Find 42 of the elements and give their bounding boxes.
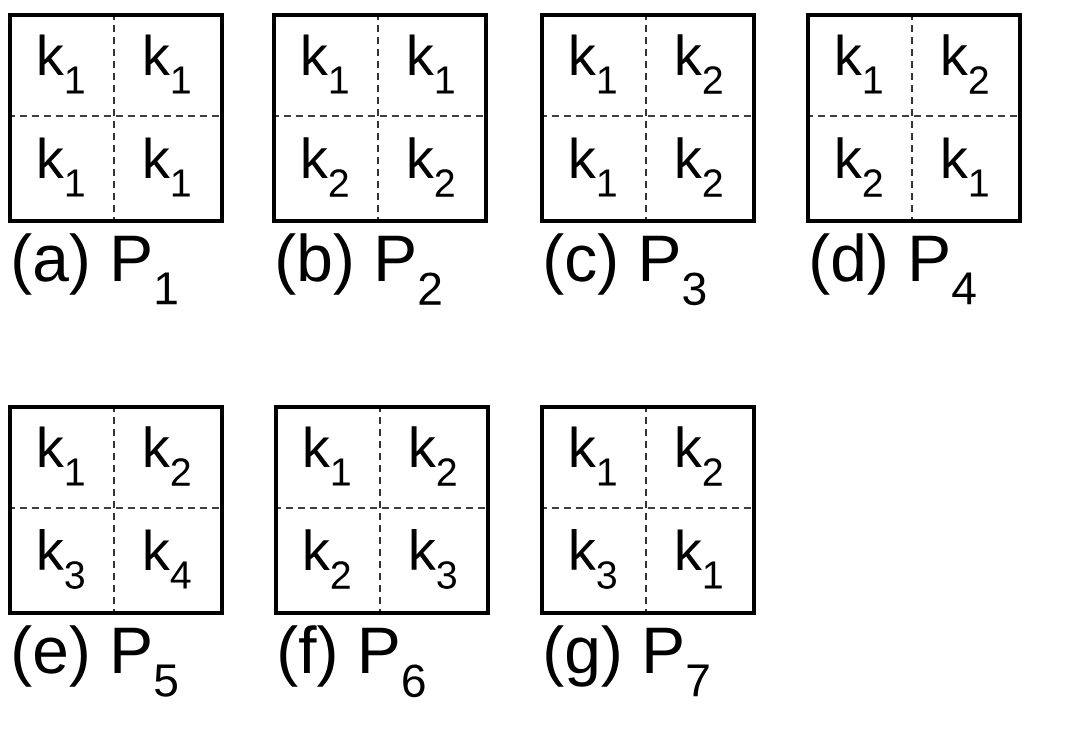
cell-label: k$_{1}$ — [145, 137, 190, 197]
panel-caption: (g) P$_{7}$ — [546, 625, 709, 697]
grid-square — [274, 405, 490, 615]
cell-label: k$_{4}$ — [145, 529, 191, 589]
cell-label: k$_{2}$ — [303, 137, 348, 197]
cell-label: k$_{1}$ — [145, 34, 190, 94]
grid-square — [8, 13, 224, 223]
cell-label: k$_{1}$ — [571, 426, 616, 486]
grid-square — [540, 13, 756, 223]
grid-square — [540, 405, 756, 615]
cell-label: k$_{2}$ — [677, 426, 722, 486]
panel-caption: (c) P$_{3}$ — [546, 233, 706, 306]
cell-label: k$_{1}$ — [39, 137, 84, 197]
cell-label: k$_{1}$ — [39, 34, 84, 94]
cell-label: k$_{1}$ — [39, 426, 84, 486]
cell-label: k$_{2}$ — [145, 426, 190, 486]
grid-square — [272, 13, 488, 223]
cell-label: k$_{2}$ — [837, 137, 882, 197]
panel-caption: (e) P$_{5}$ — [14, 625, 177, 697]
cell-label: k$_{2}$ — [677, 137, 722, 197]
cell-label: k$_{3}$ — [411, 529, 456, 589]
cell-label: k$_{2}$ — [411, 426, 456, 486]
panel-caption: (f) P$_{6}$ — [280, 625, 425, 698]
panel-caption: (d) P$_{4}$ — [812, 233, 976, 305]
cell-label: k$_{1}$ — [571, 34, 616, 94]
cell-label: k$_{1}$ — [409, 34, 454, 94]
grid-square — [8, 405, 224, 615]
cell-label: k$_{2}$ — [305, 529, 350, 589]
cell-label: k$_{1}$ — [571, 137, 616, 197]
cell-label: k$_{1}$ — [305, 426, 350, 486]
panel-caption: (b) P$_{2}$ — [278, 233, 441, 305]
cell-label: k$_{1}$ — [943, 137, 988, 197]
cell-label: k$_{1}$ — [837, 34, 882, 94]
cell-label: k$_{2}$ — [677, 34, 722, 94]
panel-caption: (a) P$_{1}$ — [14, 233, 177, 305]
cell-label: k$_{1}$ — [677, 529, 722, 589]
cell-label: k$_{1}$ — [303, 34, 348, 94]
cell-label: k$_{2}$ — [409, 137, 454, 197]
grid-square — [806, 13, 1022, 223]
cell-label: k$_{3}$ — [39, 529, 84, 589]
cell-label: k$_{3}$ — [571, 529, 616, 589]
cell-label: k$_{2}$ — [943, 34, 988, 94]
